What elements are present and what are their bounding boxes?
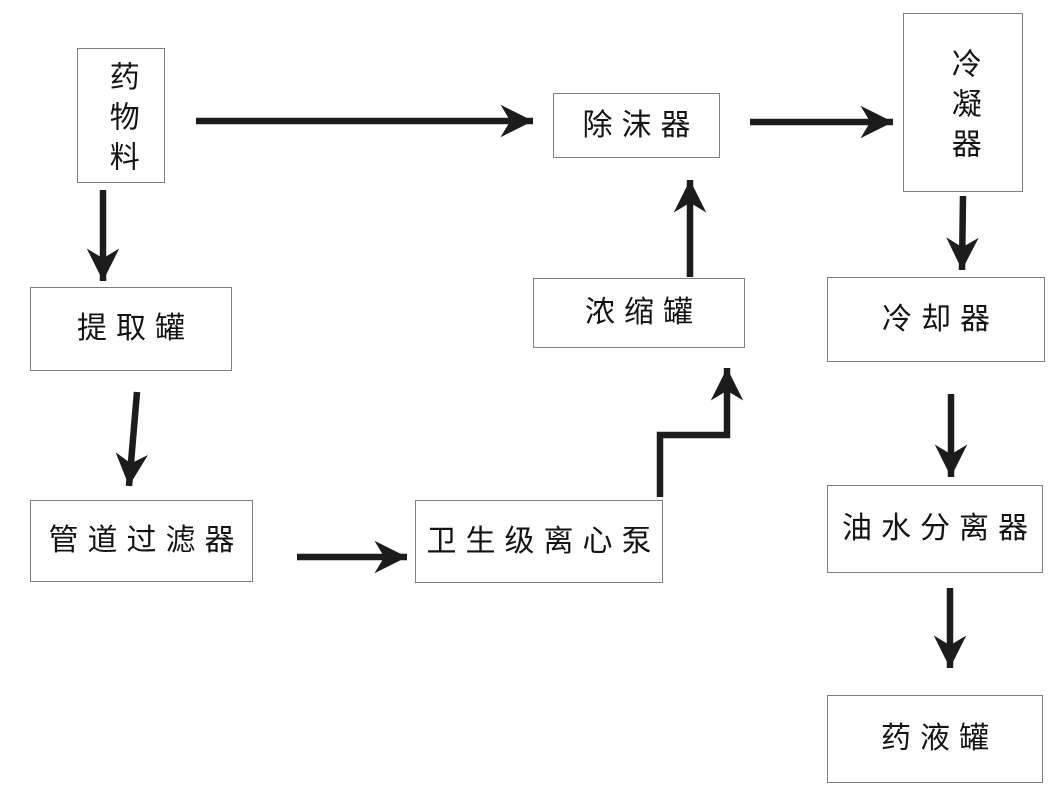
arrow-condenser-to-cooler <box>946 195 979 271</box>
arrow-sanitary-pump-to-concentration-tank <box>656 368 744 497</box>
node-extraction-tank: 提取罐 <box>30 287 232 371</box>
node-demister-label: 除沫器 <box>582 108 700 142</box>
node-cooler-label: 冷却器 <box>882 302 999 336</box>
node-extraction-tank-label: 提取罐 <box>77 312 194 346</box>
node-oil-water-separator: 油水分离器 <box>827 485 1043 573</box>
node-liquid-tank: 药液罐 <box>827 695 1043 783</box>
node-sanitary-pump: 卫生级离心泵 <box>415 500 663 583</box>
arrow-extraction-tank-to-pipeline-filter <box>115 391 148 487</box>
node-demister: 除沫器 <box>553 93 720 158</box>
node-cooler: 冷却器 <box>827 277 1045 362</box>
node-sanitary-pump-label: 卫生级离心泵 <box>426 524 661 558</box>
node-concentration-tank-label: 浓缩罐 <box>585 296 702 330</box>
node-material: 药物料 <box>77 48 165 183</box>
node-pipeline-filter-label: 管道过滤器 <box>48 524 244 558</box>
node-material-label: 药物料 <box>104 60 138 181</box>
node-liquid-tank-label: 药液罐 <box>881 722 998 756</box>
node-oil-water-separator-label: 油水分离器 <box>842 512 1037 546</box>
node-pipeline-filter: 管道过滤器 <box>30 500 253 582</box>
node-condenser-label: 冷凝器 <box>946 47 980 168</box>
node-concentration-tank: 浓缩罐 <box>533 278 745 348</box>
node-condenser: 冷凝器 <box>903 13 1023 192</box>
